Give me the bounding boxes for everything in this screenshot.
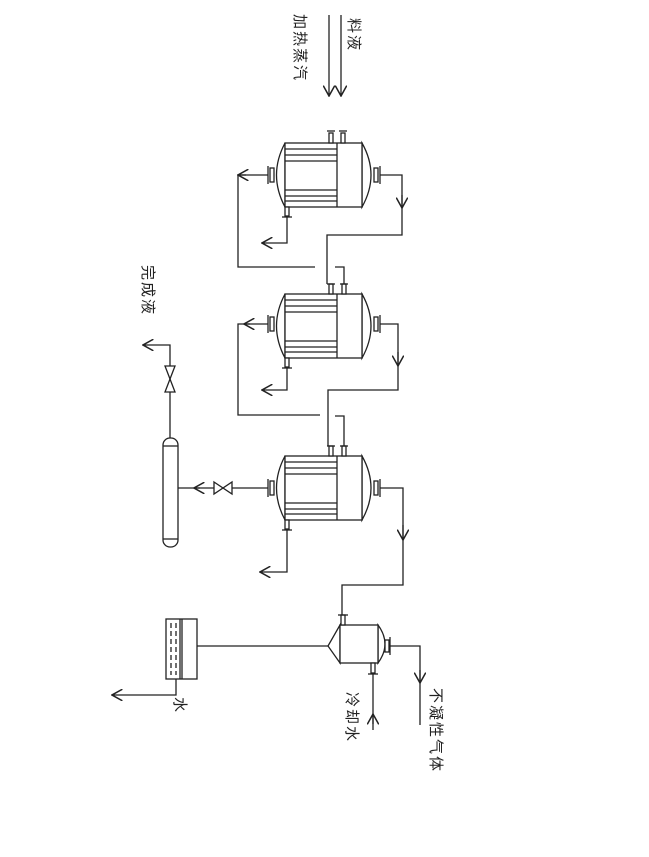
- product-label: 完成液: [139, 265, 157, 317]
- feed-label: 料液: [345, 18, 363, 53]
- valve-icon: [213, 480, 233, 496]
- heating-steam-label: 加热蒸汽: [291, 14, 309, 83]
- condensate-line-1: [262, 217, 288, 243]
- evaporator-2: [267, 283, 381, 369]
- evaporator-1: [267, 130, 381, 218]
- cooling-water-label: 冷却水: [343, 692, 361, 744]
- water-outlet-line: [112, 679, 177, 695]
- condensate-line-2: [262, 368, 288, 390]
- water-label: 水: [171, 697, 189, 715]
- product-receiver: [162, 437, 179, 548]
- condensate-line-3: [260, 530, 288, 572]
- evaporator-3: [267, 445, 381, 531]
- gas-outlet-line: [390, 645, 421, 725]
- condenser: [327, 614, 391, 675]
- valve-icon: [164, 365, 176, 393]
- vapor-line-3: [341, 487, 404, 615]
- noncondensable-gas-label: 不凝性气体: [427, 688, 445, 774]
- water-seal-tank: [165, 618, 198, 680]
- vapor-line-1: [237, 174, 315, 268]
- liquor-line-1: [326, 174, 403, 284]
- liquor-line-2: [327, 323, 399, 446]
